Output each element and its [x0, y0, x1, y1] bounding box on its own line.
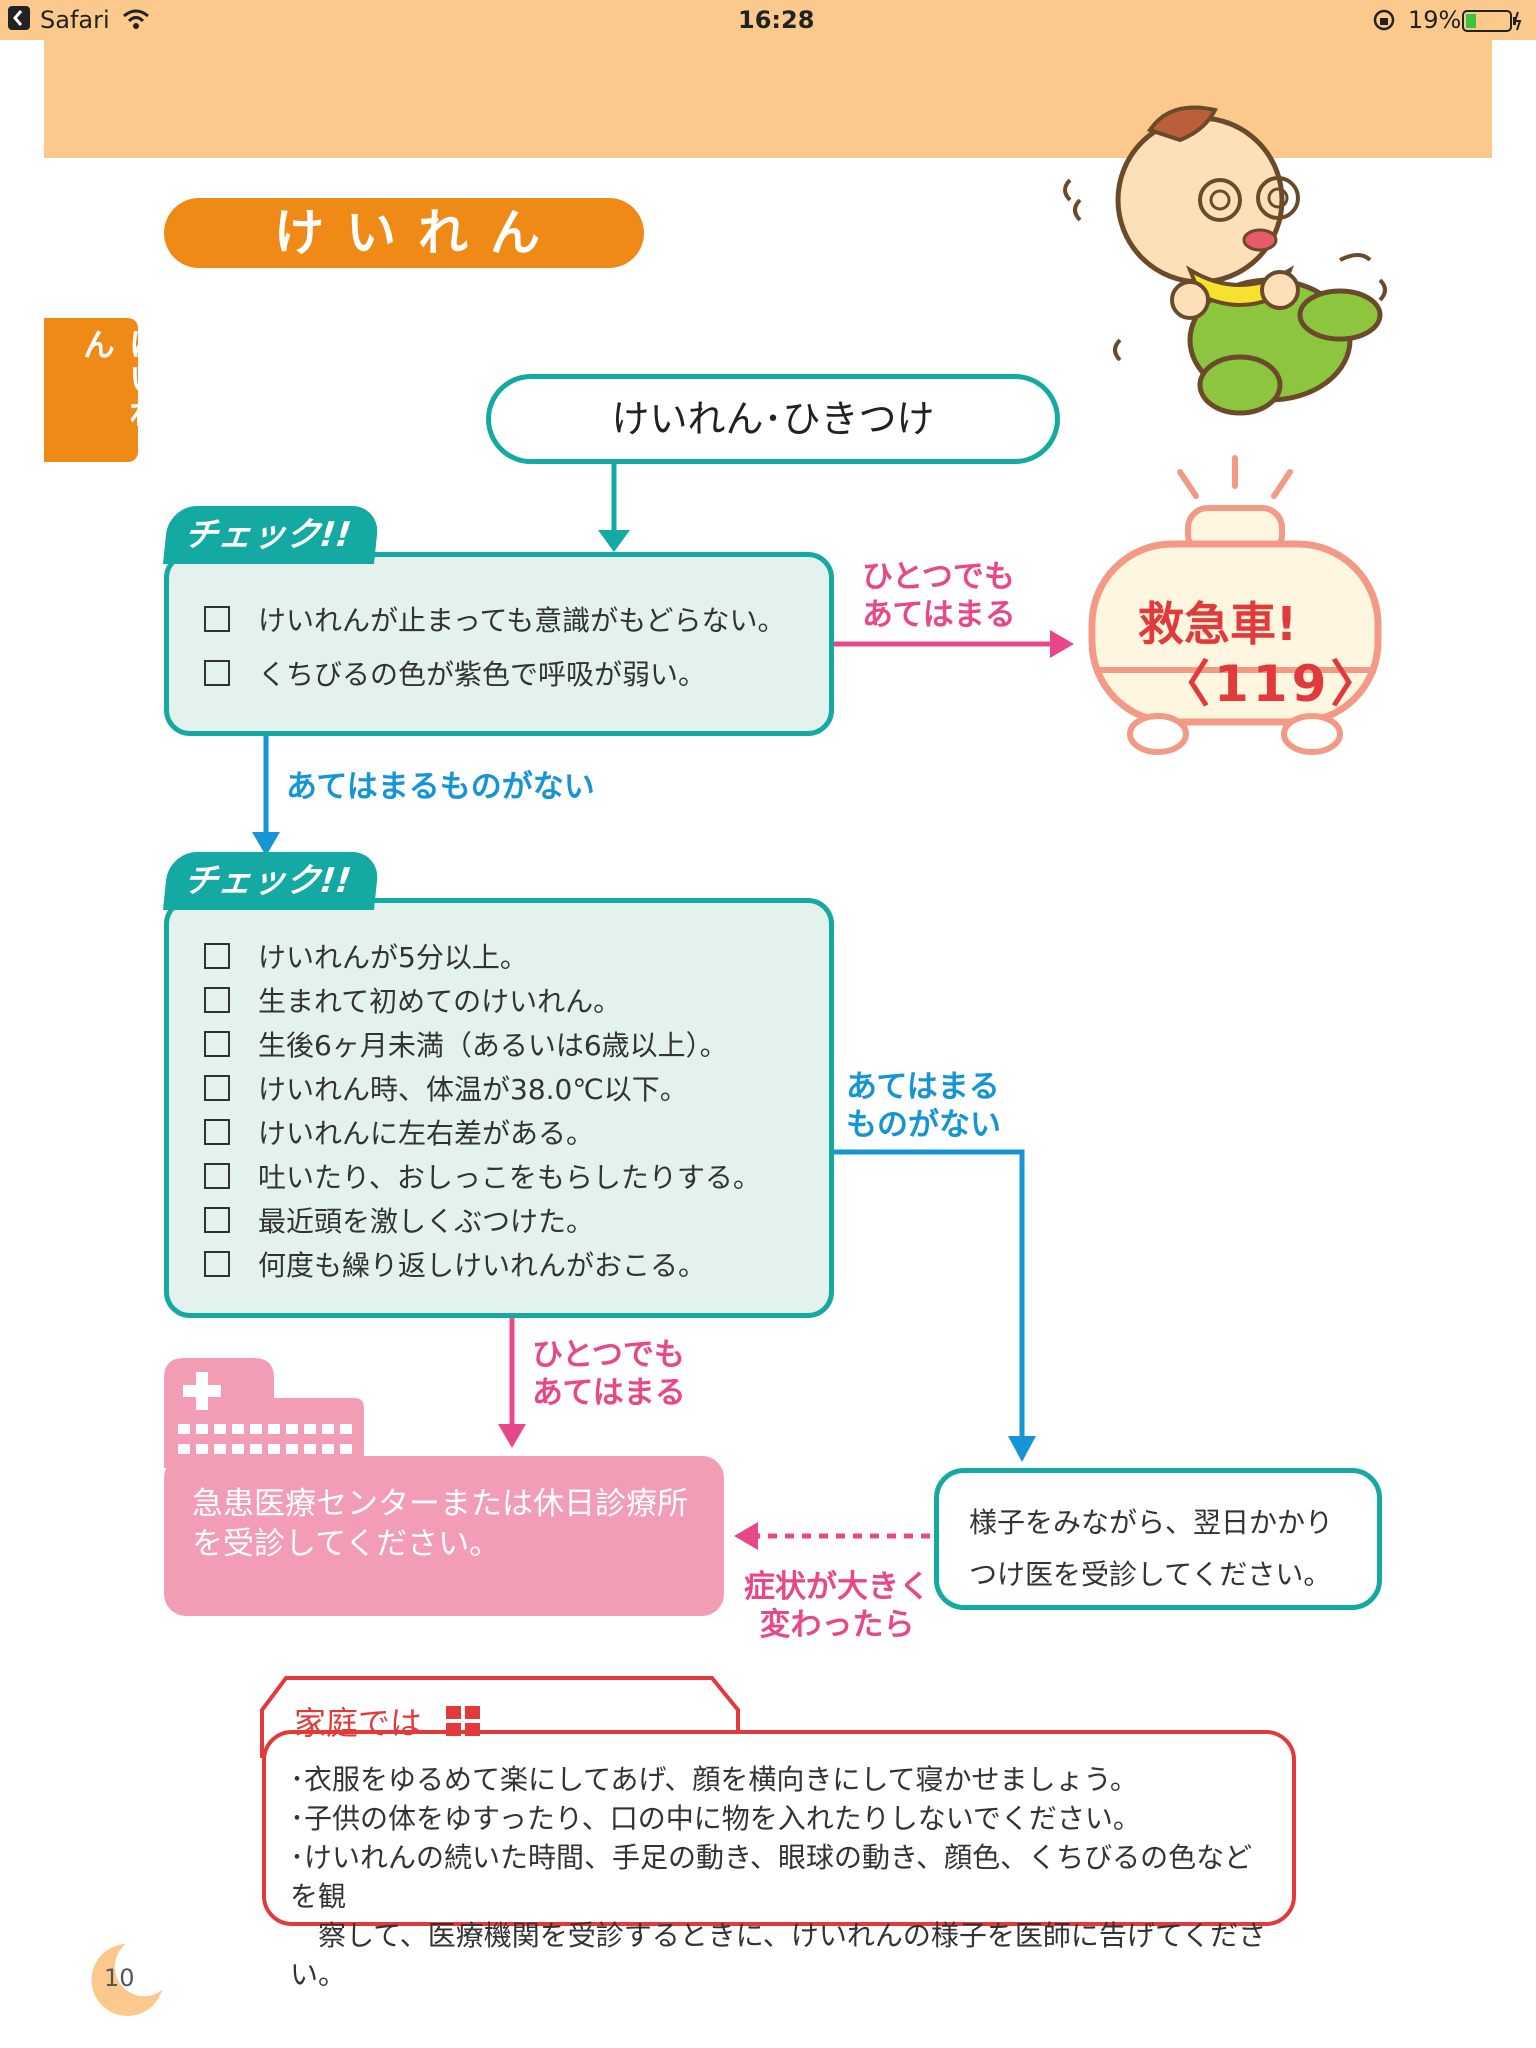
checkbox[interactable]	[204, 1251, 230, 1277]
battery-percent: 19%	[1408, 6, 1462, 34]
none-applies-label-1: あてはまるものがない	[286, 769, 595, 805]
window-icon	[446, 1706, 481, 1744]
start-node-box: けいれん･ひきつけ	[486, 374, 1060, 464]
checkbox[interactable]	[204, 606, 230, 632]
any-applies-label-1: ひとつでも あてはまる	[862, 559, 1016, 633]
check-item[interactable]: けいれんが止まっても意識がもどらない。	[204, 592, 786, 646]
checkbox[interactable]	[204, 943, 230, 969]
ambulance-icon	[1080, 452, 1390, 766]
page-number: 10	[104, 1964, 135, 1992]
wifi-icon	[122, 8, 150, 34]
home-advice-box: ･衣服をゆるめて楽にしてあげ、顔を横向きにして寝かせましょう。 ･子供の体をゆす…	[262, 1730, 1296, 1991]
check-tag-1: チェック!!	[162, 506, 381, 564]
checklist-2: けいれんが5分以上。 生まれて初めてのけいれん。 生後6ヶ月未満（あるいは6歳以…	[204, 934, 761, 1286]
watch-and-visit-box: 様子をみながら、翌日かかり つけ医を受診してください。	[934, 1468, 1382, 1610]
check-item[interactable]: けいれん時、体温が38.0℃以下。	[204, 1066, 761, 1110]
check-item[interactable]: けいれんが5分以上。	[204, 934, 761, 978]
battery-icon	[1462, 10, 1522, 36]
checkbox[interactable]	[204, 660, 230, 686]
side-index-tab[interactable]: けいれん	[44, 318, 162, 462]
home-advice-title: 家庭では	[294, 1698, 481, 1744]
status-bar: Safari 16:28 19%	[0, 0, 1536, 40]
back-chevron-icon[interactable]	[8, 6, 30, 36]
hospital-icon	[164, 1358, 364, 1472]
rotation-lock-icon	[1372, 8, 1396, 36]
checkbox[interactable]	[204, 1163, 230, 1189]
ambulance-title: 救急車!	[1138, 597, 1297, 651]
back-app-label[interactable]: Safari	[40, 6, 110, 34]
check-item[interactable]: くちびるの色が紫色で呼吸が弱い。	[204, 646, 786, 700]
check-tag-2: チェック!!	[162, 852, 381, 910]
moon-icon	[86, 1940, 166, 2024]
baby-illustration	[1040, 100, 1400, 444]
check-item[interactable]: けいれんに左右差がある。	[204, 1110, 761, 1154]
side-index-label: けいれん	[78, 328, 162, 430]
symptom-change-label: 症状が大きく 変わったら	[744, 1569, 930, 1643]
checklist-box-2	[164, 898, 834, 1318]
any-applies-label-2: ひとつでも あてはまる	[532, 1337, 686, 1411]
check-item[interactable]: 吐いたり、おしっこをもらしたりする。	[204, 1154, 761, 1198]
check-item[interactable]: 生まれて初めてのけいれん。	[204, 978, 761, 1022]
checkbox[interactable]	[204, 987, 230, 1013]
checkbox[interactable]	[204, 1075, 230, 1101]
none-applies-label-2: あてはまる ものがない	[846, 1069, 1001, 1143]
checkbox[interactable]	[204, 1031, 230, 1057]
page-title: けいれん	[164, 198, 644, 268]
check-item[interactable]: 何度も繰り返しけいれんがおこる。	[204, 1242, 761, 1286]
check-item[interactable]: 生後6ヶ月未満（あるいは6歳以上）。	[204, 1022, 761, 1066]
emergency-center-box: 急患医療センターまたは休日診療所を受診してください。	[164, 1456, 724, 1616]
check-item[interactable]: 最近頭を激しくぶつけた。	[204, 1198, 761, 1242]
clock: 16:28	[738, 6, 815, 34]
checkbox[interactable]	[204, 1207, 230, 1233]
checklist-box-1	[164, 552, 834, 736]
ambulance-number[interactable]: 〈119〉	[1160, 655, 1385, 713]
checklist-1: けいれんが止まっても意識がもどらない。 くちびるの色が紫色で呼吸が弱い。	[204, 592, 786, 700]
checkbox[interactable]	[204, 1119, 230, 1145]
